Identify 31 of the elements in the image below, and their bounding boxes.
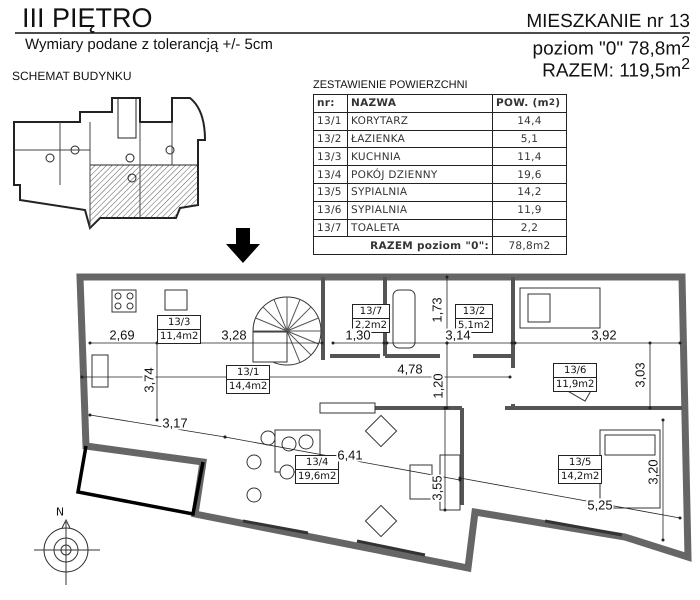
- table-cell: RAZEM poziom "0":: [313, 236, 493, 256]
- dimension-label: 3,55: [430, 474, 444, 502]
- table-heading: ZESTAWIENIE POWIERZCHNI: [313, 80, 468, 91]
- dimension-label: 1,30: [344, 328, 372, 342]
- note: Wymiary podane z tolerancją +/- 5cm: [25, 37, 273, 52]
- dimension-label: 2,69: [108, 328, 136, 342]
- room-label: 13/1 14,4m2: [226, 365, 270, 394]
- dimension-label: 3,14: [444, 328, 472, 342]
- dimension-label: 1,20: [432, 372, 444, 400]
- dimension-label: 3,28: [220, 328, 248, 342]
- dimension-label: 3,74: [142, 366, 156, 394]
- dimension-label: 6,41: [336, 448, 364, 462]
- dimension-label: 4,78: [396, 362, 424, 376]
- room-label: 13/3 11,4m2: [157, 315, 202, 344]
- room-label: 13/6 11,9m2: [553, 363, 598, 392]
- table-cell: nr:: [313, 94, 348, 113]
- section-heading: SCHEMAT BUDYNKU: [12, 70, 132, 82]
- apartment-number: MIESZKANIE nr 13: [526, 12, 690, 31]
- dimension-label: 3,92: [590, 328, 618, 342]
- room-label: 13/5 14,2m2: [558, 455, 602, 484]
- title: III PIĘTRO: [22, 5, 153, 32]
- room-label: 13/4 19,6m2: [295, 455, 340, 484]
- dimension-label: 1,73: [430, 296, 444, 324]
- dimension-label: 5,25: [586, 498, 614, 512]
- dimension-label: 3,17: [161, 416, 189, 430]
- dimension-label: 3,03: [634, 361, 646, 389]
- compass-north-label: N: [56, 506, 64, 518]
- table-cell: 78,8m2: [492, 236, 567, 256]
- area-summary: poziom "0" 78,8m$^{2}$: [532, 35, 690, 58]
- total-area: RAZEM: 119,5m$^{2}$: [542, 57, 690, 80]
- dimension-label: 3,20: [646, 458, 660, 486]
